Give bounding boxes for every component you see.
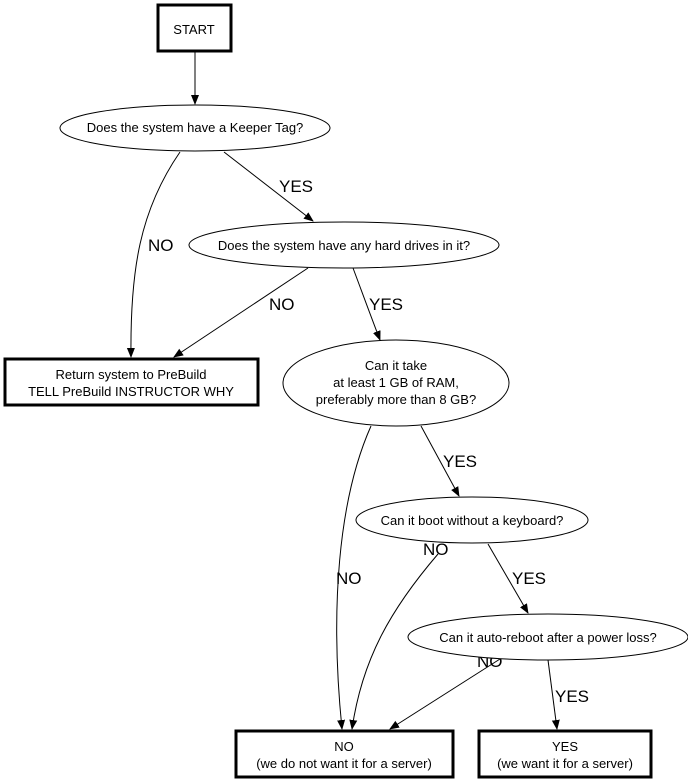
node-result-yes: YES (we want it for a server) [477, 729, 653, 779]
edge-label-ram-yes: YES [443, 452, 477, 471]
node-auto-reboot: Can it auto-reboot after a power loss? [407, 613, 688, 661]
node-ram-line-2: at least 1 GB of RAM, [333, 375, 459, 390]
edge-label-ram-no: NO [336, 569, 362, 588]
node-return-prebuild-line-2: TELL PreBuild INSTRUCTOR WHY [28, 384, 234, 399]
node-ram-line-1: Can it take [365, 358, 427, 373]
node-keyboard: Can it boot without a keyboard? [355, 496, 589, 544]
edge-keeper-no [126, 151, 181, 358]
edge-reboot-no [389, 658, 501, 730]
edge-drives-no [173, 267, 309, 358]
node-hard-drives: Does the system have any hard drives in … [188, 221, 500, 269]
node-result-no-line-2: (we do not want it for a server) [256, 756, 432, 771]
edge-ram-no [336, 425, 372, 730]
node-ram-line-3: preferably more than 8 GB? [316, 392, 476, 407]
edge-label-drives-yes: YES [369, 295, 403, 314]
edge-label-keyboard-yes: YES [512, 569, 546, 588]
node-return-prebuild: Return system to PreBuild TELL PreBuild … [3, 357, 260, 407]
node-hard-drives-text: Does the system have any hard drives in … [218, 238, 470, 253]
node-start-text: START [173, 22, 214, 37]
edge-label-keeper-no: NO [148, 236, 174, 255]
edge-keyboard-yes [487, 543, 529, 614]
node-result-no: NO (we do not want it for a server) [234, 729, 455, 779]
edge-reboot-yes [547, 659, 560, 730]
edge-ram-yes [420, 425, 460, 497]
node-auto-reboot-text: Can it auto-reboot after a power loss? [439, 630, 657, 645]
node-ram: Can it take at least 1 GB of RAM, prefer… [282, 339, 510, 427]
node-keeper-tag-text: Does the system have a Keeper Tag? [87, 120, 304, 135]
node-start: START [156, 3, 233, 53]
node-result-yes-line-2: (we want it for a server) [497, 756, 633, 771]
edge-label-keyboard-no: NO [423, 540, 449, 559]
node-return-prebuild-line-1: Return system to PreBuild [55, 367, 206, 382]
node-keeper-tag: Does the system have a Keeper Tag? [59, 104, 331, 152]
edge-label-drives-no: NO [269, 295, 295, 314]
edge-drives-yes [352, 267, 381, 341]
edge-keyboard-no [349, 553, 439, 730]
edge-keeper-yes [223, 151, 314, 222]
edge-label-reboot-yes: YES [555, 687, 589, 706]
node-result-yes-line-1: YES [552, 739, 578, 754]
node-keyboard-text: Can it boot without a keyboard? [381, 513, 564, 528]
node-result-no-line-1: NO [334, 739, 354, 754]
edge-label-keeper-yes: YES [279, 177, 313, 196]
